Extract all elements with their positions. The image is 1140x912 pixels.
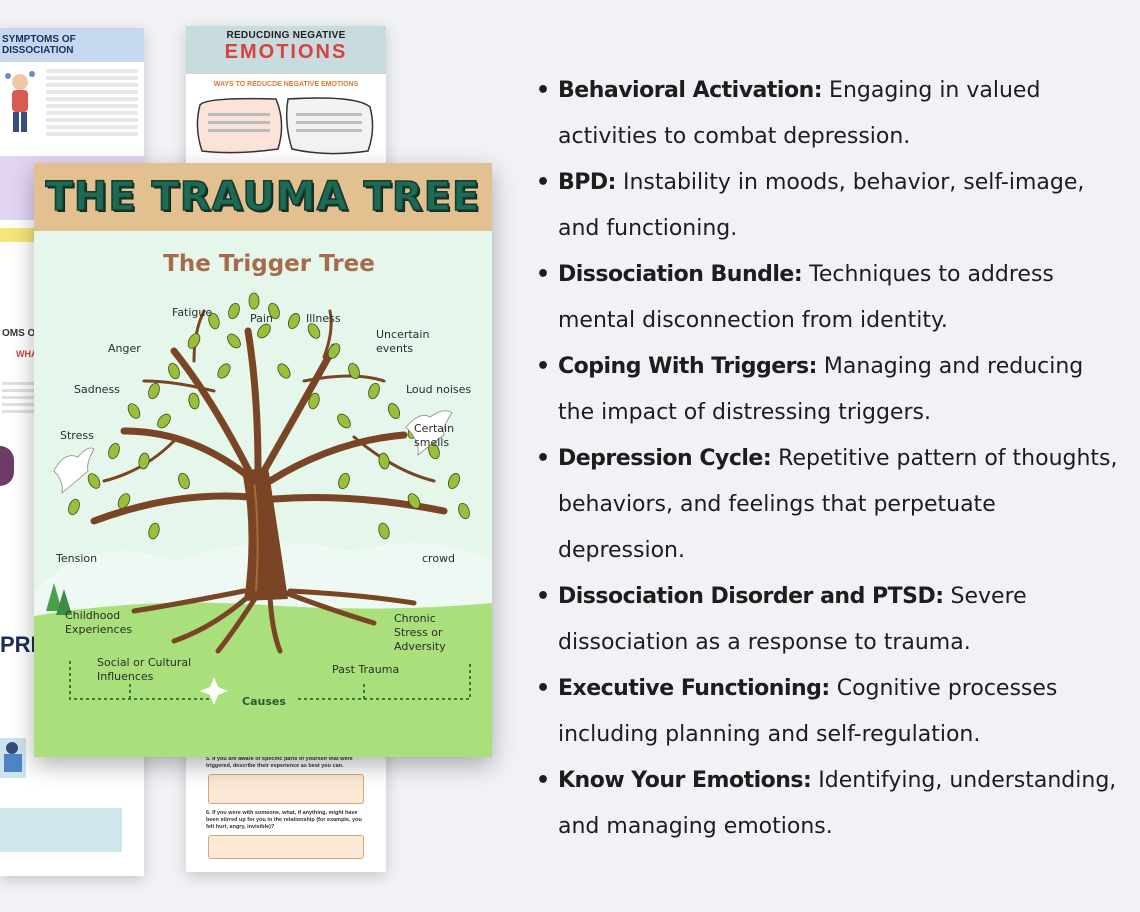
trigger-illness: Illness [306, 312, 341, 325]
root-past-trauma: Past Trauma [332, 663, 400, 676]
bullet: • [536, 676, 551, 701]
trigger-uncertain-events: Uncertain events [376, 328, 430, 355]
definition-desc: Managing and reducing the impact of dist… [558, 354, 1084, 425]
definitions-list: • Behavioral Activation: Engaging in val… [536, 68, 1126, 850]
definition-desc: Cognitive processes including planning a… [558, 676, 1058, 747]
trigger-stress: Stress [60, 429, 94, 442]
confused-person-icon [5, 71, 35, 132]
emotions-title: EMOTIONS [224, 41, 348, 63]
emotions-subtitle: REDUCDING NEGATIVE [226, 30, 346, 41]
definition-item: • Executive Functioning: Cognitive proce… [536, 666, 1126, 758]
tree-illustration [34, 231, 492, 757]
definition-item: • Dissociation Disorder and PTSD: Severe… [536, 574, 1126, 666]
trigger-sadness: Sadness [74, 383, 120, 396]
answer-box-5[interactable] [208, 774, 364, 804]
bullet: • [536, 446, 551, 471]
root-social-cultural: Social or Cultural Influences [97, 656, 192, 683]
definition-term: Behavioral Activation: [558, 78, 823, 103]
trigger-fatigue: Fatigue [172, 306, 213, 319]
causes-label: Causes [242, 695, 286, 708]
question-6: 6. If you were with someone, what, if an… [206, 810, 362, 830]
root-chronic-stress: Chronic Stress or Adversity [394, 612, 446, 653]
worksheet-header-text: SYMPTOMS OF DISSOCIATION [2, 34, 76, 56]
bullet: • [536, 768, 551, 793]
blue-text-box [0, 808, 122, 852]
definition-item: • Coping With Triggers: Managing and red… [536, 344, 1126, 436]
desk-person-icon [0, 738, 26, 778]
definition-desc: Techniques to address mental disconnecti… [558, 262, 1054, 333]
emotions-header: REDUCDING NEGATIVE EMOTIONS [186, 26, 386, 74]
definition-item: • Behavioral Activation: Engaging in val… [536, 68, 1126, 160]
question-5: 5. If you are aware of specific parts of… [206, 756, 353, 769]
definition-item: • Depression Cycle: Repetitive pattern o… [536, 436, 1126, 574]
trigger-loud-noises: Loud noises [406, 383, 472, 396]
bullet: • [536, 170, 551, 195]
definition-item: • Know Your Emotions: Identifying, under… [536, 758, 1126, 850]
definition-desc: Identifying, understanding, and managing… [558, 768, 1117, 839]
definition-item: • Dissociation Bundle: Techniques to add… [536, 252, 1126, 344]
definition-desc: Repetitive pattern of thoughts, behavior… [558, 446, 1118, 563]
person-at-desk-illustration [0, 728, 30, 788]
trigger-certain-smells: Certain smells [414, 422, 455, 449]
definition-term: Depression Cycle: [558, 446, 772, 471]
photo-circle [0, 446, 14, 486]
bullet: • [536, 78, 551, 103]
root-childhood-experiences: Childhood Experiences [65, 609, 133, 636]
person-illustration [0, 62, 40, 152]
bullet: • [536, 584, 551, 609]
poster-header: THE TRAUMA TREE [34, 163, 492, 231]
ways-heading: WAYS TO REDUCDE NEGATIVE EMOTIONS [213, 81, 359, 88]
dove-icon [53, 447, 95, 494]
definition-desc: Severe dissociation as a response to tra… [558, 584, 1027, 655]
trigger-anger: Anger [108, 342, 141, 355]
trigger-crowd: crowd [422, 552, 456, 565]
poster-subtitle: The Trigger Tree [163, 251, 375, 277]
worksheet-header: SYMPTOMS OF DISSOCIATION [0, 28, 144, 62]
speech-bubbles [196, 97, 374, 155]
definition-item: • BPD: Instability in moods, behavior, s… [536, 160, 1126, 252]
definition-term: Coping With Triggers: [558, 354, 817, 379]
definition-term: Dissociation Disorder and PTSD: [558, 584, 944, 609]
answer-box-6[interactable] [208, 835, 364, 859]
trauma-tree-poster: THE TRAUMA TREE [34, 163, 492, 757]
trigger-tension: Tension [56, 552, 98, 565]
definition-term: Executive Functioning: [558, 676, 830, 701]
poster-title: THE TRAUMA TREE [45, 173, 481, 221]
bullet: • [536, 262, 551, 287]
trigger-pain: Pain [250, 312, 273, 325]
definition-term: BPD: [558, 170, 616, 195]
definition-desc: Instability in moods, behavior, self-ima… [558, 170, 1085, 241]
definition-desc: Engaging in valued activities to combat … [558, 78, 1041, 149]
bullet: • [536, 354, 551, 379]
definition-term: Dissociation Bundle: [558, 262, 803, 287]
definition-term: Know Your Emotions: [558, 768, 812, 793]
dove-icon-2 [405, 410, 453, 456]
section-big-heading: PRI [0, 632, 37, 657]
